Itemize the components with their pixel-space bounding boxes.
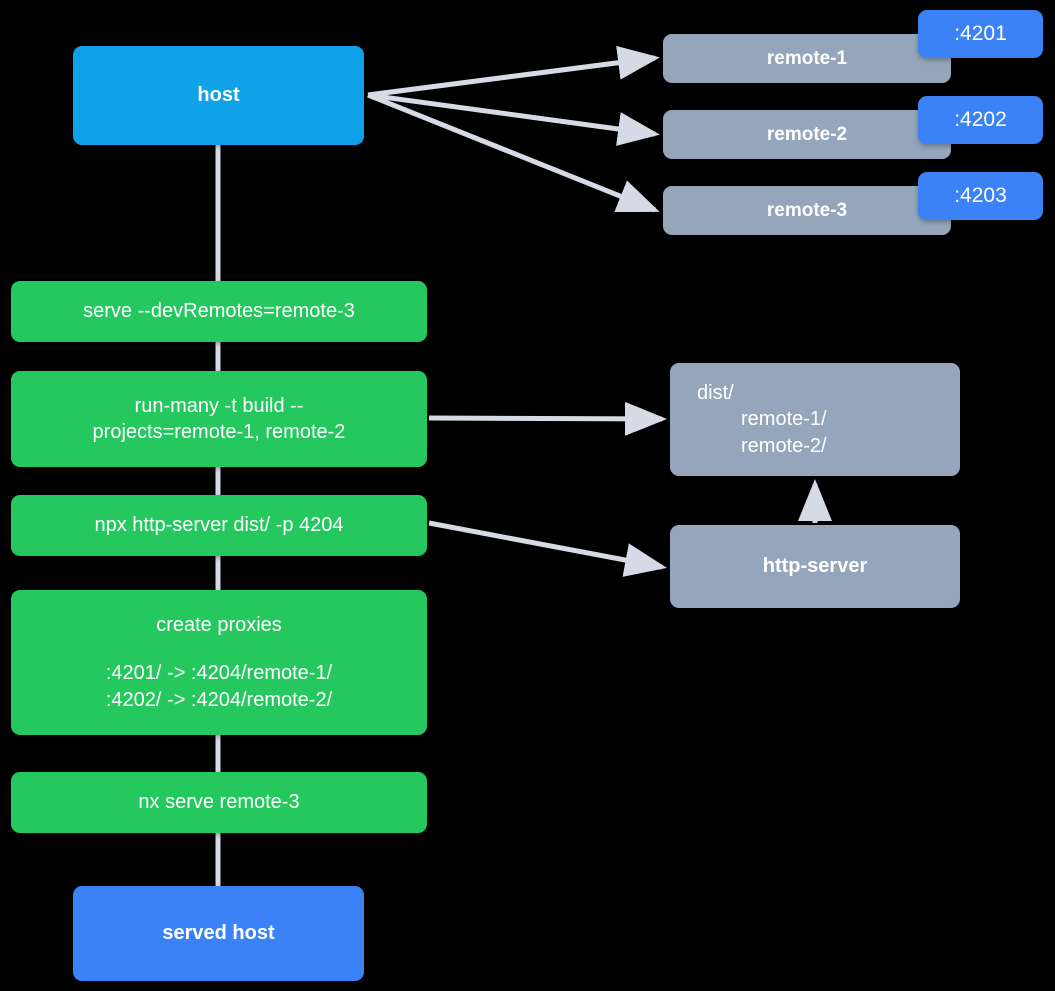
command-nx-serve-line-1: nx serve remote-3 — [138, 791, 300, 814]
node-remote-3-label: remote-3 — [766, 199, 848, 221]
node-remote-2-label: remote-2 — [766, 123, 848, 145]
port-badge-remote-3-label: :4203 — [954, 184, 1007, 208]
dist-folder-remote-1: remote-1/ — [741, 408, 827, 431]
node-command-create-proxies[interactable]: create proxies :4201/ -> :4204/remote-1/… — [11, 590, 427, 735]
edge-host-to-remote-3 — [367, 92, 660, 213]
node-dist-folder[interactable]: dist/ remote-1/ remote-2/ — [670, 363, 960, 476]
command-serve-line-1: serve --devRemotes=remote-3 — [83, 300, 355, 323]
node-remote-1-label: remote-1 — [766, 47, 848, 69]
command-npx-line-1: npx http-server dist/ -p 4204 — [94, 514, 344, 537]
dist-folder-root: dist/ — [697, 381, 734, 404]
node-host-label: host — [197, 84, 240, 107]
port-badge-remote-2[interactable]: :4202 — [918, 96, 1043, 144]
port-badge-remote-2-label: :4202 — [954, 108, 1007, 132]
node-http-server[interactable]: http-server — [670, 525, 960, 608]
dist-folder-remote-2: remote-2/ — [741, 434, 827, 457]
node-command-serve[interactable]: serve --devRemotes=remote-3 — [11, 281, 427, 342]
node-remote-3[interactable]: remote-3 — [663, 186, 951, 235]
node-command-nx-serve-remote-3[interactable]: nx serve remote-3 — [11, 772, 427, 833]
node-command-run-many[interactable]: run-many -t build -- projects=remote-1, … — [11, 371, 427, 467]
port-badge-remote-1[interactable]: :4201 — [918, 10, 1043, 58]
command-create-proxies-title: create proxies — [156, 613, 282, 636]
edge-host-to-remote-1 — [367, 45, 660, 98]
command-create-proxies-mapping-1: :4201/ -> :4204/remote-1/ — [105, 662, 333, 685]
edge-host-to-remote-2 — [367, 92, 660, 146]
edge-runmany-to-dist — [428, 401, 667, 436]
node-host[interactable]: host — [73, 46, 364, 145]
command-run-many-line-2: projects=remote-1, remote-2 — [92, 421, 346, 443]
command-create-proxies-mapping-2: :4202/ -> :4204/remote-2/ — [105, 688, 333, 711]
edge-npx-to-httpserver — [428, 520, 667, 577]
node-command-npx-http-server[interactable]: npx http-server dist/ -p 4204 — [11, 495, 427, 556]
port-badge-remote-3[interactable]: :4203 — [918, 172, 1043, 220]
node-served-host-label: served host — [162, 922, 275, 945]
node-served-host[interactable]: served host — [73, 886, 364, 981]
port-badge-remote-1-label: :4201 — [954, 22, 1007, 46]
command-run-many-line-1: run-many -t build -- — [134, 394, 304, 417]
node-http-server-label: http-server — [762, 555, 868, 578]
node-remote-2[interactable]: remote-2 — [663, 110, 951, 159]
node-remote-1[interactable]: remote-1 — [663, 34, 951, 83]
